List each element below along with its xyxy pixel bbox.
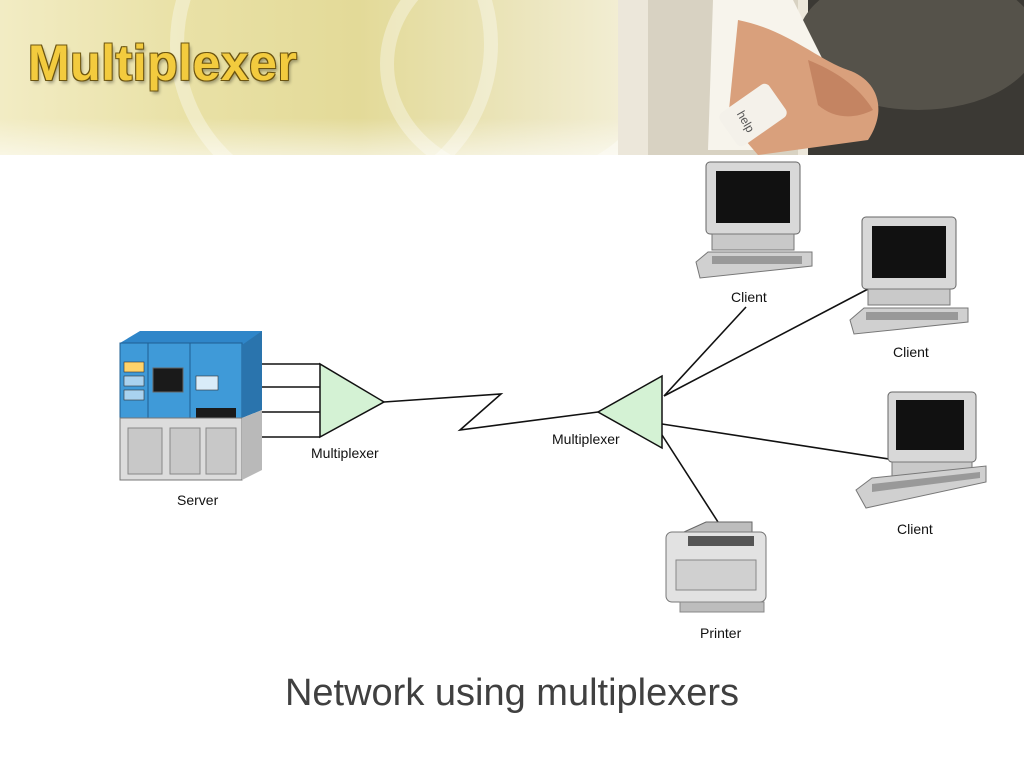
left-multiplexer-label: Multiplexer <box>311 445 379 461</box>
page-title: Multiplexer <box>28 35 298 91</box>
client-computer-2-icon <box>849 216 969 335</box>
server-icon <box>119 331 262 481</box>
right-multiplexer-triangle <box>596 374 663 450</box>
left-multiplexer-triangle <box>319 362 386 439</box>
shared-line-zigzag <box>383 393 599 432</box>
server-label: Server <box>177 492 219 508</box>
right-multiplexer-label: Multiplexer <box>552 431 620 447</box>
printer-label: Printer <box>700 625 742 641</box>
printer-icon <box>665 521 767 613</box>
header-photo: help <box>618 0 1024 155</box>
client-label-1: Client <box>731 289 767 305</box>
hand-pressing-key-image: help <box>618 0 1024 155</box>
link-client-3 <box>661 423 896 461</box>
slide-caption: Network using multiplexers <box>284 672 740 714</box>
link-client-1 <box>663 306 747 397</box>
client-computer-3-icon <box>855 391 987 509</box>
client-label-2: Client <box>893 344 929 360</box>
client-label-3: Client <box>897 521 933 537</box>
header-banner: help <box>0 0 1024 155</box>
connection-lines <box>262 287 896 523</box>
link-client-2 <box>663 287 871 397</box>
client-computer-1-icon <box>695 161 813 279</box>
header-stripe <box>0 118 640 155</box>
link-printer <box>661 434 719 523</box>
